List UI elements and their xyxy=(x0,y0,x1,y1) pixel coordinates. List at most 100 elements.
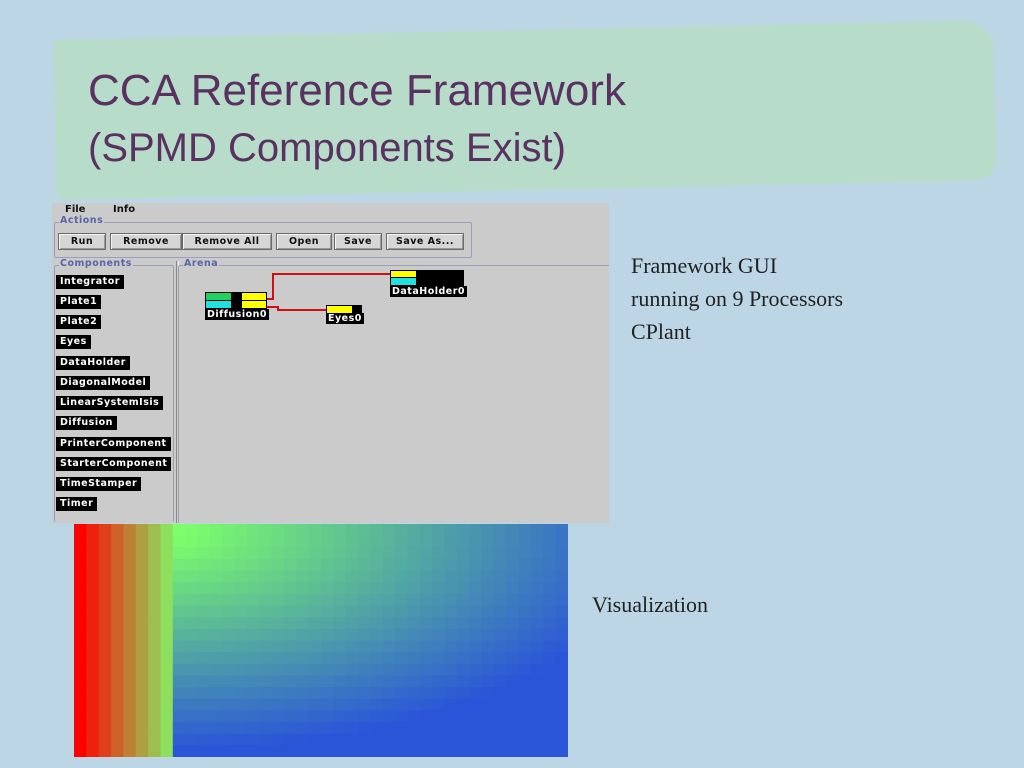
heatmap-cell xyxy=(222,617,236,630)
heatmap-cell xyxy=(234,698,248,711)
heatmap-cell xyxy=(493,652,507,665)
heatmap-cell xyxy=(370,710,384,723)
heatmap-cell xyxy=(407,582,421,595)
heatmap-cell xyxy=(345,652,359,665)
uses-port[interactable] xyxy=(242,301,266,308)
provides-port[interactable] xyxy=(391,278,416,285)
heatmap-cell xyxy=(419,524,433,537)
heatmap-cell xyxy=(407,593,421,607)
heatmap-cell xyxy=(543,570,557,583)
heatmap-cell xyxy=(555,640,569,653)
heatmap-cell xyxy=(506,640,520,653)
heatmap-cell xyxy=(493,535,507,548)
heatmap-cell xyxy=(308,547,322,560)
heatmap-cell xyxy=(259,547,273,560)
component-diffusion[interactable]: Diffusion xyxy=(56,416,117,430)
component-printercomponent[interactable]: PrinterComponent xyxy=(56,437,171,451)
heatmap-cell xyxy=(283,687,297,700)
heatmap-cell xyxy=(98,617,112,630)
provides-port[interactable] xyxy=(206,293,231,300)
heatmap-cell xyxy=(308,628,322,642)
heatmap-cell xyxy=(444,652,458,665)
heatmap-cell xyxy=(222,535,236,548)
node-dataholder0[interactable] xyxy=(390,270,464,287)
heatmap-cell xyxy=(358,663,371,677)
heatmap-cell xyxy=(111,745,124,758)
component-linearsystemisis[interactable]: LinearSystemIsis xyxy=(56,396,164,410)
heatmap-cell xyxy=(543,652,557,665)
component-plate2[interactable]: Plate2 xyxy=(56,315,102,329)
heatmap-cell xyxy=(395,745,409,758)
heatmap-cell xyxy=(160,652,174,665)
heatmap-cell xyxy=(444,547,458,560)
heatmap-cell xyxy=(432,663,446,677)
heatmap-cell xyxy=(185,663,199,677)
menu-info[interactable]: Info xyxy=(113,204,136,215)
heatmap-cell xyxy=(518,628,532,642)
heatmap-cell xyxy=(543,722,557,735)
heatmap-cell xyxy=(308,687,322,700)
heatmap-cell xyxy=(296,710,310,723)
remove-button[interactable]: Remove xyxy=(110,233,182,250)
uses-port[interactable] xyxy=(327,306,352,313)
heatmap-cell xyxy=(123,593,137,607)
heatmap-cell xyxy=(74,628,87,642)
heatmap-cell xyxy=(197,582,211,595)
arena-title: Arena xyxy=(183,258,220,269)
save-as-button[interactable]: Save As... xyxy=(386,233,464,250)
heatmap-cell xyxy=(283,652,297,665)
heatmap-cell xyxy=(271,687,285,700)
heatmap-cell xyxy=(98,628,112,642)
component-plate1[interactable]: Plate1 xyxy=(56,295,102,309)
provides-port[interactable] xyxy=(206,301,231,308)
component-dataholder[interactable]: DataHolder xyxy=(56,356,130,370)
uses-port[interactable] xyxy=(242,293,266,300)
heatmap-cell xyxy=(444,617,458,630)
heatmap-cell xyxy=(86,733,100,746)
heatmap-cell xyxy=(382,617,396,630)
heatmap-cell xyxy=(246,628,260,642)
heatmap-cell xyxy=(209,617,223,630)
heatmap-cell xyxy=(74,687,87,700)
panel-divider[interactable] xyxy=(176,261,177,523)
heatmap-cell xyxy=(98,663,112,677)
heatmap-cell xyxy=(419,652,433,665)
remove-all-button[interactable]: Remove All xyxy=(182,233,272,250)
uses-port[interactable] xyxy=(391,271,416,277)
heatmap-cell xyxy=(185,745,199,758)
heatmap-cell xyxy=(469,617,483,630)
heatmap-cell xyxy=(555,547,569,560)
component-timestamper[interactable]: TimeStamper xyxy=(56,477,142,491)
heatmap-cell xyxy=(234,558,248,572)
heatmap-cell xyxy=(345,698,359,711)
heatmap-cell xyxy=(370,675,384,688)
heatmap-cell xyxy=(370,593,384,607)
heatmap-cell xyxy=(518,687,532,700)
component-diagonalmodel[interactable]: DiagonalModel xyxy=(56,376,151,390)
heatmap-cell xyxy=(172,663,186,677)
node-eyes0[interactable] xyxy=(326,305,362,314)
component-timer[interactable]: Timer xyxy=(56,497,98,511)
save-button[interactable]: Save xyxy=(334,233,382,250)
heatmap-cell xyxy=(185,535,199,548)
heatmap-cell xyxy=(283,524,297,537)
heatmap-cell xyxy=(481,582,495,595)
heatmap-cell xyxy=(518,605,532,618)
heatmap-cell xyxy=(111,535,124,548)
heatmap-cell xyxy=(160,663,174,677)
heatmap-cell xyxy=(259,535,273,548)
component-integrator[interactable]: Integrator xyxy=(56,275,124,289)
heatmap-cell xyxy=(358,570,371,583)
component-startercomponent[interactable]: StarterComponent xyxy=(56,457,172,471)
component-eyes[interactable]: Eyes xyxy=(56,335,91,349)
heatmap-cell xyxy=(271,675,285,688)
menu-file[interactable]: File xyxy=(65,204,86,215)
node-diffusion0[interactable] xyxy=(205,292,267,310)
heatmap-cell xyxy=(209,663,223,677)
run-button[interactable]: Run xyxy=(58,233,106,250)
heatmap-cell xyxy=(407,640,421,653)
open-button[interactable]: Open xyxy=(276,233,332,250)
heatmap-cell xyxy=(271,663,285,677)
heatmap-cell xyxy=(432,593,446,607)
heatmap-cell xyxy=(395,722,409,735)
